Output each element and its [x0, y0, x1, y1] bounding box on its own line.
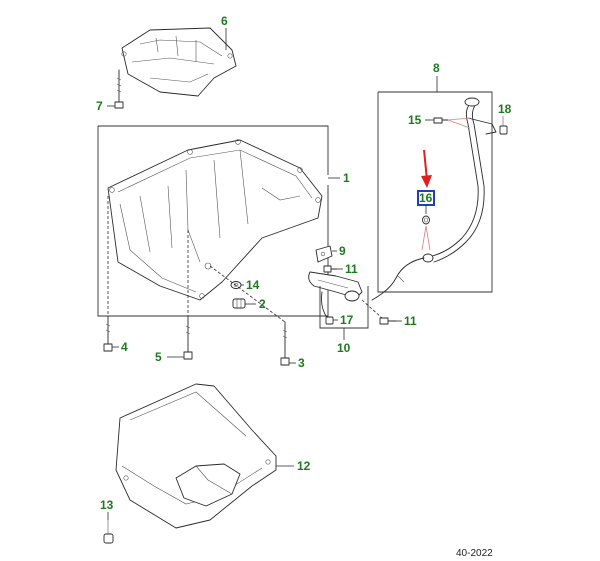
part-7-bolt [114, 69, 124, 109]
callout-3: 3 [298, 356, 305, 370]
part-17-clip [325, 316, 334, 325]
part-11-bolt-lower [379, 317, 397, 325]
callout-15: 15 [408, 113, 422, 127]
callout-7: 7 [96, 99, 103, 113]
part-13-clip [103, 520, 114, 544]
part-1-oil-pan [107, 139, 323, 301]
part-11-bolt-upper [323, 265, 338, 273]
part-3-bolt [280, 321, 290, 366]
callout-18: 18 [498, 102, 512, 116]
part-8-dipstick-tube [371, 97, 497, 301]
part-12-lower-shield [115, 383, 277, 529]
callout-10: 10 [337, 341, 351, 355]
part-15-bolt [433, 117, 449, 124]
callout-6: 6 [221, 14, 228, 28]
callout-14: 14 [246, 278, 260, 292]
callout-9: 9 [339, 244, 346, 258]
callout-16: 16 [419, 191, 433, 205]
part-5-bolt [183, 317, 193, 360]
part-8-group-box [377, 91, 493, 293]
part-10-bracket [308, 271, 363, 323]
callout-11-upper: 11 [345, 262, 358, 276]
part-18-bolt [499, 116, 508, 135]
part-2-drain-plug [232, 298, 246, 309]
callout-12: 12 [297, 459, 311, 473]
callout-5: 5 [155, 350, 162, 364]
part-16-o-ring [422, 215, 430, 225]
callout-11-lower: 11 [404, 314, 417, 328]
part-4-bolt [103, 317, 113, 352]
callout-1: 1 [343, 171, 350, 185]
callout-13: 13 [100, 498, 114, 512]
part-6-shield [121, 27, 237, 97]
callout-8: 8 [433, 61, 440, 75]
red-pointer-arrow [421, 149, 432, 188]
callout-17: 17 [340, 313, 354, 327]
diagram-reference-code: 40-2022 [456, 548, 493, 559]
part-1-group-box [98, 125, 329, 175]
part-9-clip [315, 245, 333, 263]
callout-4: 4 [121, 340, 128, 354]
callout-2: 2 [259, 297, 266, 311]
